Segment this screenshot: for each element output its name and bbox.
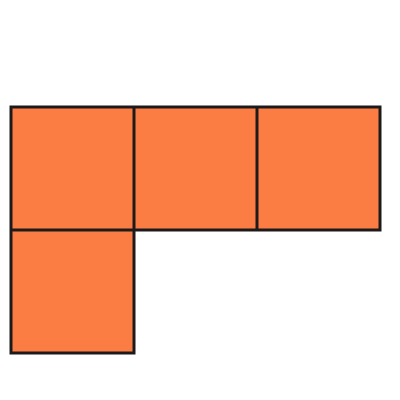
square-tile-1 <box>9 105 136 232</box>
square-tile-4 <box>9 228 136 355</box>
square-tile-2 <box>132 105 259 232</box>
square-tile-3 <box>255 105 382 232</box>
